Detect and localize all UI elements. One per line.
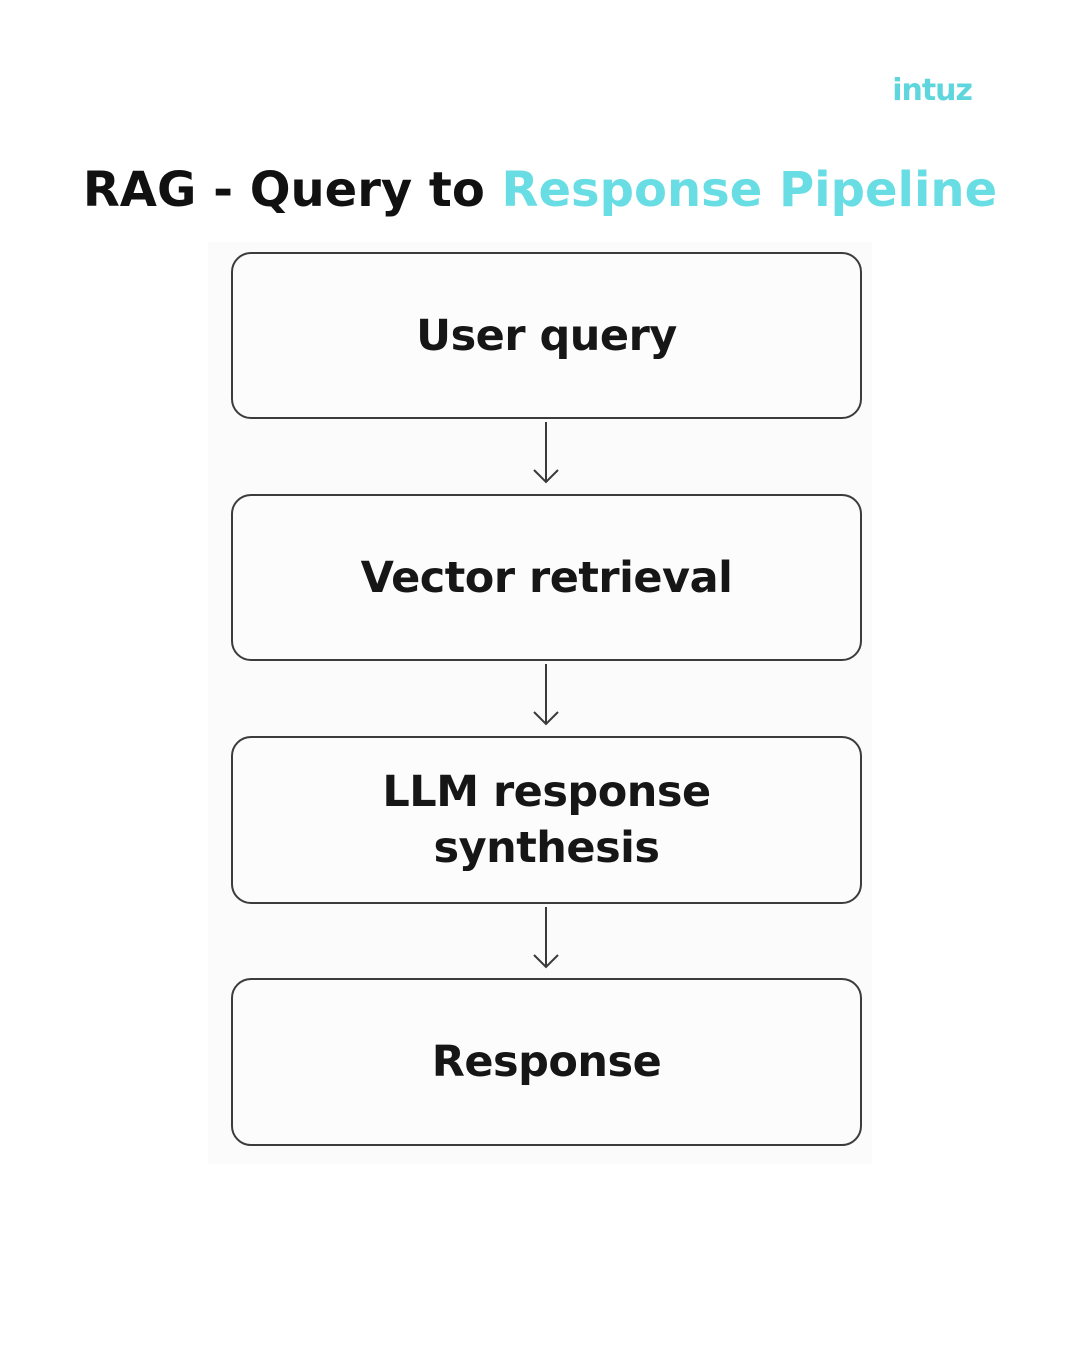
step-label: Response: [431, 1037, 662, 1087]
arrow-down-icon: [533, 422, 559, 484]
pipeline-step-user-query: User query: [231, 252, 862, 419]
pipeline-step-vector-retrieval: Vector retrieval: [231, 494, 862, 661]
page-title: RAG - Query to Response Pipeline: [0, 166, 1080, 214]
title-accent: Response Pipeline: [501, 162, 998, 219]
arrow-down-icon: [533, 664, 559, 726]
pipeline-step-llm-synthesis: LLM response synthesis: [231, 736, 862, 904]
brand-logo: intuz: [892, 73, 973, 108]
step-label: User query: [416, 310, 677, 361]
arrow-down-icon: [533, 907, 559, 969]
title-prefix: RAG - Query to: [82, 162, 502, 219]
pipeline-step-response: Response: [231, 978, 862, 1146]
step-label: LLM response synthesis: [382, 767, 711, 873]
step-label: Vector retrieval: [360, 552, 733, 603]
